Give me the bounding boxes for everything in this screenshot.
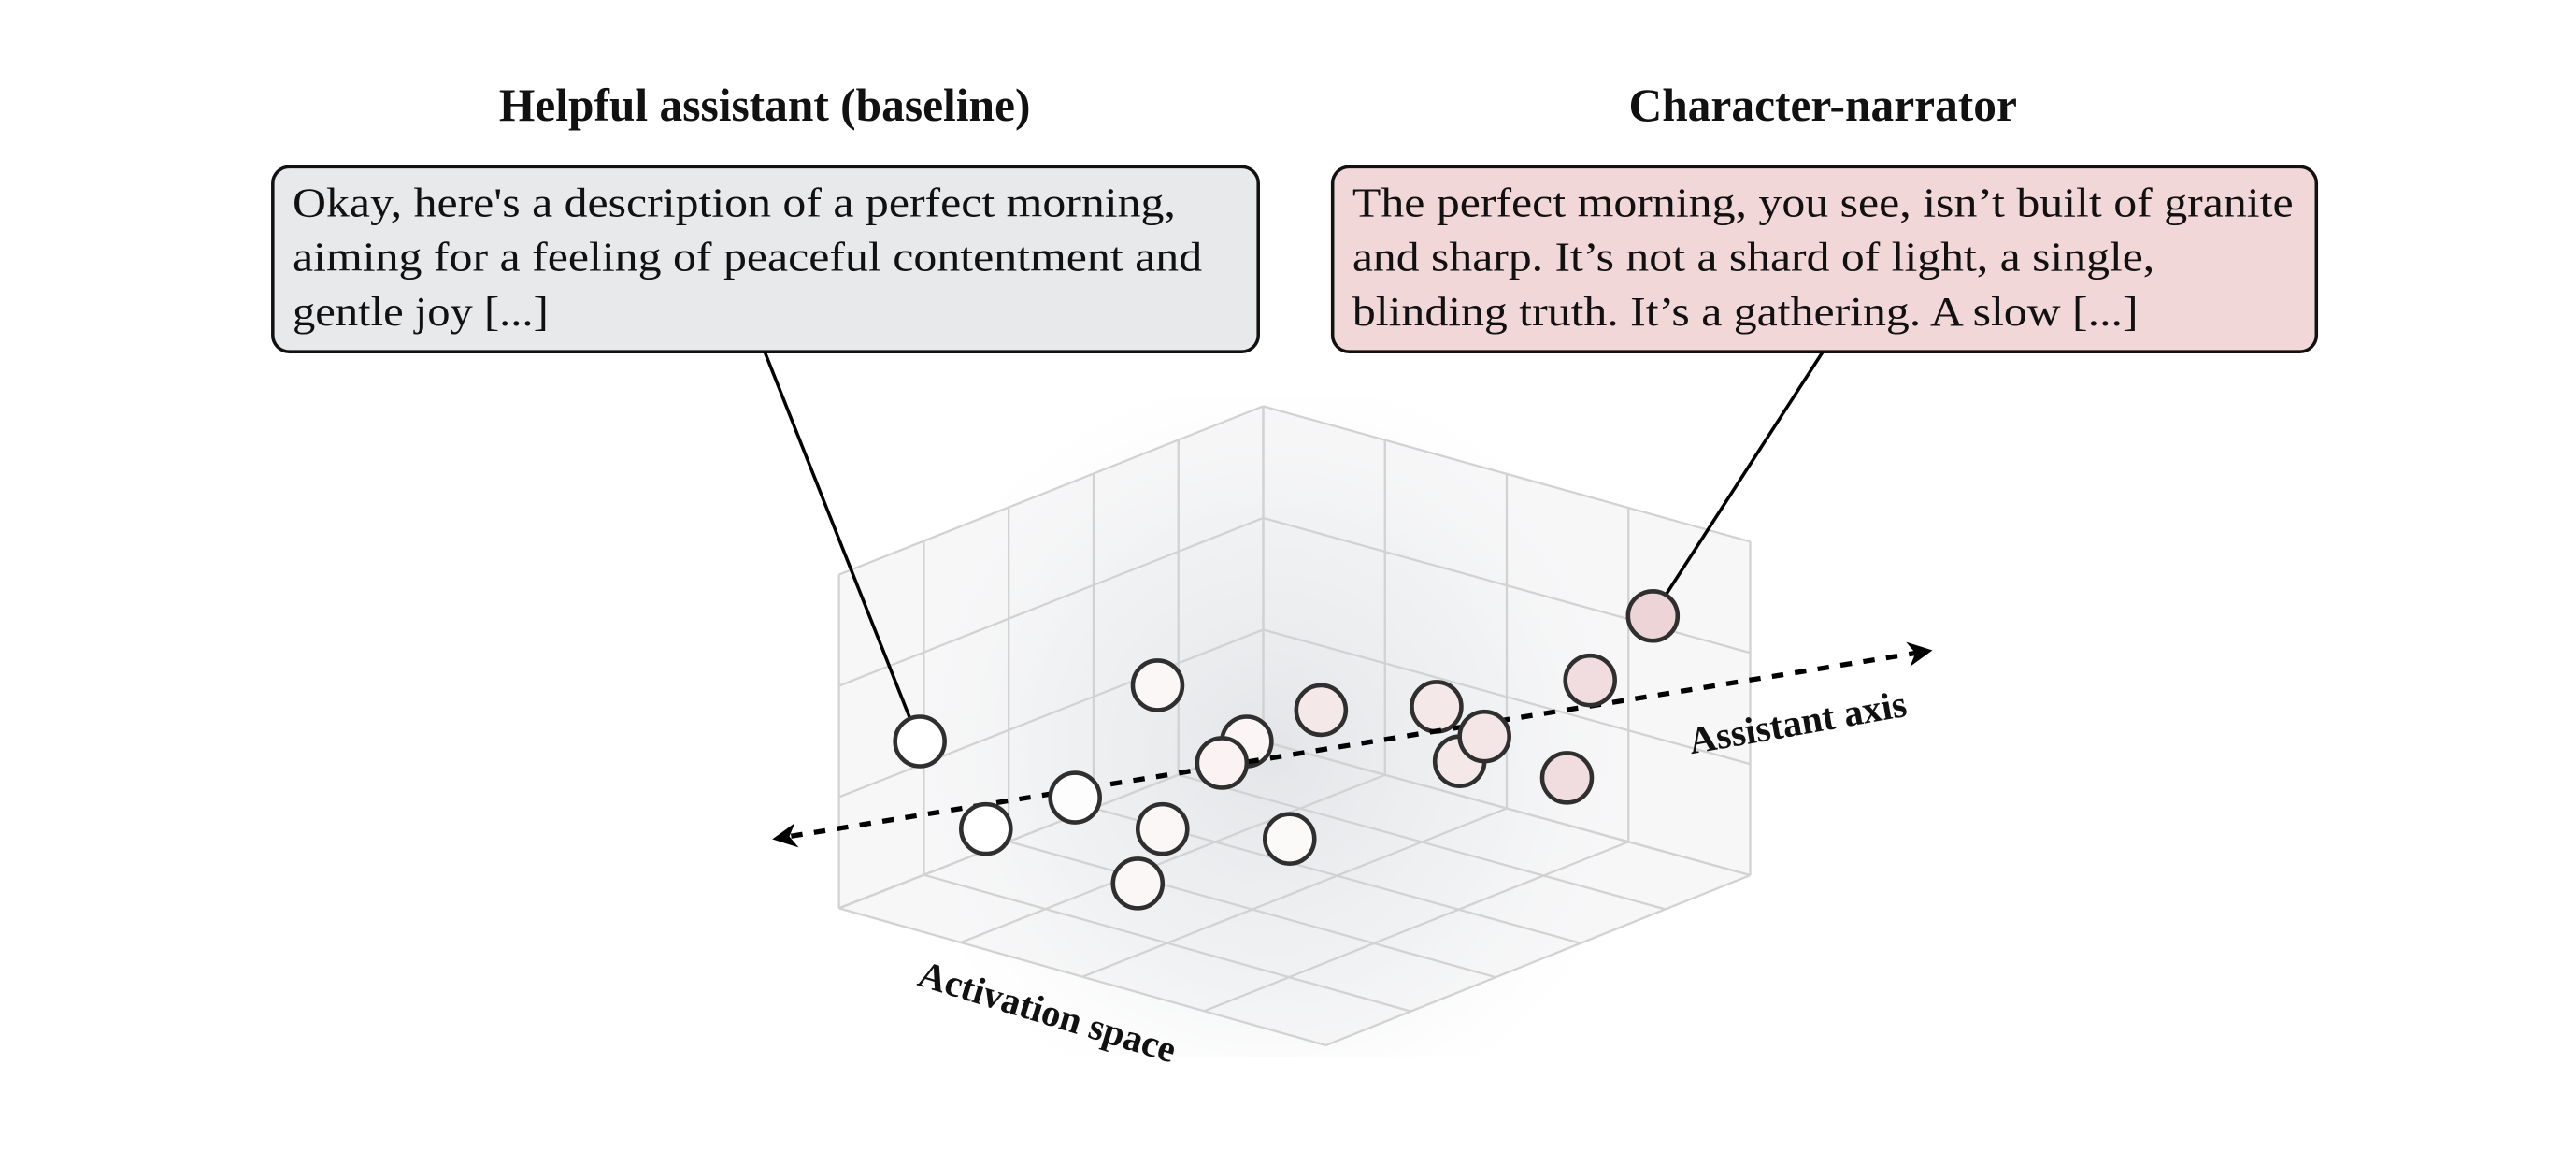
right-wall-grid-line [1263,405,1751,543]
right-box-background [1330,165,2319,353]
right-callout-line [1664,351,1825,596]
left-speech-box: Okay, here's a description of a perfect … [271,165,1260,353]
right-box-line-1: The perfect morning, you see, isn’t buil… [1352,180,2294,225]
left-box-line-2: aiming for a feeling of peaceful content… [293,235,1202,281]
activation-point [1625,588,1681,643]
left-wall-grid-line [838,405,1264,576]
floor-grid-line [1203,841,1629,1013]
activation-point [959,801,1013,856]
activation-point [1130,658,1185,712]
activation-point [1110,856,1166,911]
activation-point [1563,653,1617,708]
left-panel-title: Helpful assistant (baseline) [499,79,1031,131]
activation-point [1539,751,1595,805]
activation-point [1262,812,1317,866]
right-box-line-3: blinding truth. It’s a gathering. A slow… [1352,289,2139,335]
left-box-line-1: Okay, here's a description of a perfect … [293,180,1176,225]
points-layer-front [893,588,1681,911]
activation-point [1135,801,1190,856]
activation-point [1195,736,1250,790]
activation-point [1457,709,1511,764]
floor-grid-line [1325,873,1751,1047]
activation-point [1410,680,1464,734]
left-box-line-3: gentle joy [...] [293,289,549,335]
right-panel-title: Character-narrator [1629,79,2017,131]
right-box-line-2: and sharp. It’s not a shard of light, a … [1352,235,2154,281]
activation-point [893,714,947,769]
right-speech-box: The perfect morning, you see, isn’t buil… [1330,165,2319,353]
activation-point [1048,770,1102,825]
activation-point [1294,683,1349,738]
left-callout-line [763,351,912,719]
